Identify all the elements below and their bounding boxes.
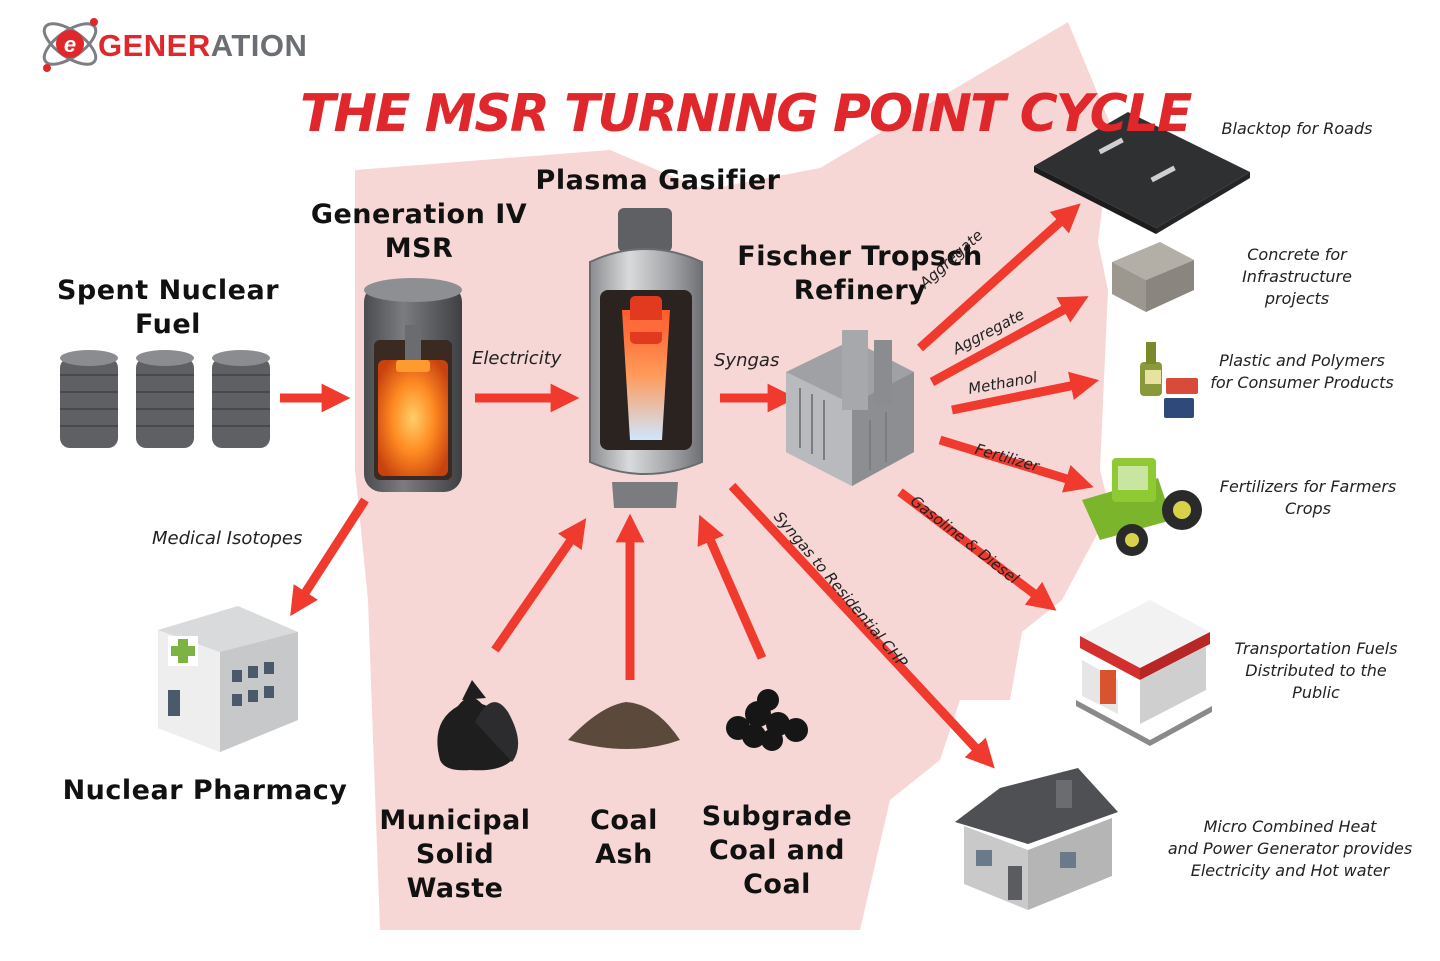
garbage-bag-icon	[437, 680, 519, 771]
msr-heading: Generation IV MSR	[304, 198, 534, 266]
msr-reactor-icon	[364, 278, 462, 492]
label-electricity: Electricity	[472, 348, 562, 369]
caption-chp-line1: Micro Combined Heat	[1203, 817, 1377, 836]
plasma-gasifier-icon	[589, 208, 703, 508]
caption-fuels-line3: Public	[1292, 683, 1340, 702]
caption-chp: Micro Combined Heat and Power Generator …	[1160, 816, 1420, 882]
logo-mark	[42, 18, 98, 72]
gasifier-heading-line1: Plasma Gasifier	[535, 165, 781, 196]
msw-heading-line3: Waste	[406, 873, 504, 904]
caption-blacktop: Blacktop for Roads	[1192, 118, 1402, 140]
msw-heading-line1: Municipal	[379, 805, 531, 836]
house-icon	[955, 768, 1118, 910]
msr-heading-line2: MSR	[384, 233, 454, 264]
caption-fertilizers: Fertilizers for Farmers Crops	[1198, 476, 1418, 520]
pharmacy-building-icon	[158, 606, 298, 752]
blacktop-road-icon	[1034, 112, 1250, 234]
arrow-msr-to-pharmacy	[290, 497, 369, 617]
caption-concrete-line3: projects	[1264, 289, 1330, 308]
logo-wordmark: GENERATION	[98, 28, 307, 64]
logo-wordmark-part2: ATION	[210, 28, 308, 63]
refinery-heading: Fischer Tropsch Refinery	[730, 240, 990, 308]
pharmacy-heading-line1: Nuclear Pharmacy	[62, 775, 348, 806]
logo-wordmark-part1: GENER	[98, 28, 211, 63]
spent-fuel-icon	[60, 350, 270, 448]
arrow-subgrade-to-gasifier	[697, 514, 767, 660]
caption-plastic: Plastic and Polymers for Consumer Produc…	[1200, 350, 1404, 394]
arrow-to-plastic	[951, 371, 1100, 415]
refinery-building-icon	[786, 330, 914, 486]
msw-heading: Municipal Solid Waste	[370, 804, 540, 906]
subgrade-coal-heading-line1: Subgrade	[701, 801, 853, 832]
spent-fuel-heading: Spent Nuclear Fuel	[48, 274, 288, 342]
caption-plastic-line2: for Consumer Products	[1210, 373, 1394, 392]
caption-fuels: Transportation Fuels Distributed to the …	[1218, 638, 1414, 704]
arrow-to-chp	[728, 482, 995, 769]
caption-concrete-line2: Infrastructure	[1242, 267, 1352, 286]
subgrade-coal-heading-line2: Coal and	[708, 835, 845, 866]
subgrade-coal-heading-line3: Coal	[743, 869, 811, 900]
caption-plastic-line1: Plastic and Polymers	[1219, 351, 1385, 370]
coal-ash-heading-line1: Coal	[590, 805, 658, 836]
caption-blacktop-line1: Blacktop for Roads	[1221, 119, 1373, 138]
logo-badge-letter: e	[64, 32, 76, 57]
caption-chp-line2: and Power Generator provides	[1167, 839, 1413, 858]
spent-fuel-heading-line1: Spent Nuclear	[56, 275, 280, 306]
background-region	[355, 22, 1112, 930]
gasifier-heading: Plasma Gasifier	[528, 164, 788, 198]
label-medical-isotopes: Medical Isotopes	[152, 528, 303, 549]
page-title: THE MSR TURNING POINT CYCLE	[300, 84, 1192, 144]
label-syngas: Syngas	[714, 350, 780, 371]
gas-station-icon	[1076, 600, 1212, 746]
arrow-to-concrete	[929, 296, 1089, 386]
caption-concrete: Concrete for Infrastructure projects	[1212, 244, 1382, 310]
pharmacy-heading: Nuclear Pharmacy	[50, 774, 360, 808]
coal-ash-pile-icon	[568, 702, 680, 749]
arrow-msw-to-gasifier	[491, 518, 587, 653]
arrow-to-fuels	[897, 488, 1057, 611]
caption-fertilizers-line2: Crops	[1284, 499, 1332, 518]
coal-ash-heading-line2: Ash	[595, 839, 653, 870]
subgrade-coal-heading: Subgrade Coal and Coal	[692, 800, 862, 902]
caption-concrete-line1: Concrete for	[1247, 245, 1347, 264]
msr-heading-line1: Generation IV	[310, 199, 528, 230]
caption-fertilizers-line1: Fertilizers for Farmers	[1219, 477, 1397, 496]
caption-chp-line3: Electricity and Hot water	[1190, 861, 1390, 880]
arrow-to-blacktop	[916, 203, 1081, 352]
refinery-heading-line1: Fischer Tropsch	[737, 241, 983, 272]
arrow-to-fertilizer	[938, 435, 1094, 493]
concrete-block-icon	[1112, 242, 1194, 312]
refinery-heading-line2: Refinery	[793, 275, 927, 306]
caption-fuels-line1: Transportation Fuels	[1234, 639, 1398, 658]
plastic-products-icon	[1140, 342, 1198, 418]
caption-fuels-line2: Distributed to the	[1245, 661, 1387, 680]
tractor-icon	[1082, 458, 1202, 556]
spent-fuel-heading-line2: Fuel	[135, 309, 201, 340]
msw-heading-line2: Solid	[415, 839, 495, 870]
coal-pile-icon	[726, 689, 808, 751]
coal-ash-heading: Coal Ash	[568, 804, 680, 872]
